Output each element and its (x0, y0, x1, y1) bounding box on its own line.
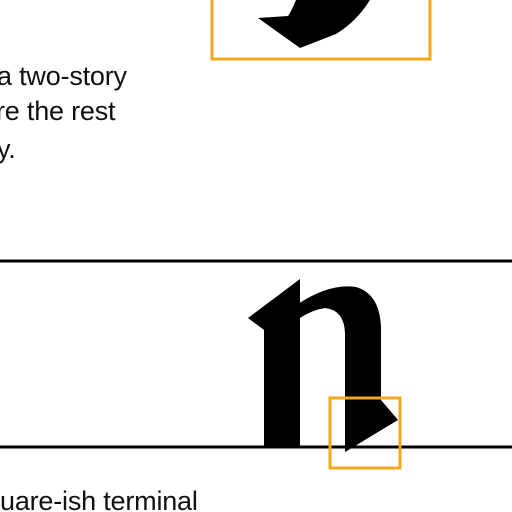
top-glyph-fragment (258, 0, 370, 48)
caption-line-1: a two-story (0, 61, 127, 91)
terminal-highlight-box (328, 396, 402, 470)
top-highlight-box (210, 0, 432, 61)
caption-line-2: re the rest (0, 96, 116, 126)
glyph-n (248, 279, 398, 452)
caption-line-3: y. (0, 134, 16, 164)
caption-line-4: uare-ish terminal (0, 486, 198, 512)
